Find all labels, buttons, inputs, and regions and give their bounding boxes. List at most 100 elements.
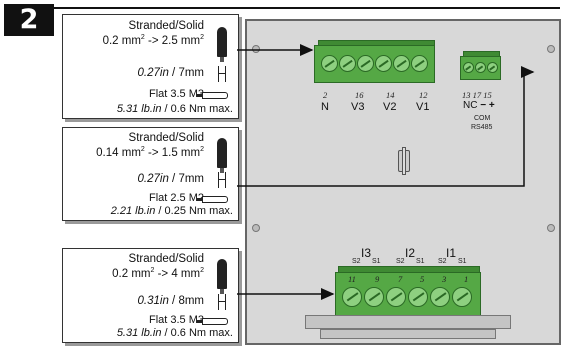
wire-stripped-icon	[217, 259, 227, 294]
wire-section-label: 0.2 mm2 -> 2.5 mm2	[103, 34, 204, 47]
current-sub-label: S1	[458, 258, 467, 265]
terminal-signal-label: V1	[416, 101, 430, 113]
torque-lbin: 5.31 lb.in	[116, 103, 162, 115]
current-sub-label: S2	[438, 258, 447, 265]
current-sub-label: S1	[372, 258, 381, 265]
current-sub-label: S2	[396, 258, 405, 265]
strip-length-mm: / 8mm	[168, 295, 204, 307]
terminal-screw	[463, 62, 474, 73]
strip-length-label: 0.27in / 7mm	[138, 173, 204, 185]
rs485-label: RS485	[471, 124, 493, 131]
terminal-screw	[393, 55, 410, 72]
torque-lbin: 5.31 lb.in	[116, 327, 162, 339]
din-rail	[305, 315, 511, 329]
section-min: 0.2 mm	[102, 34, 141, 47]
wire-type-label: Stranded/Solid	[128, 253, 204, 265]
section-max: 2.5 mm	[161, 34, 201, 47]
flat-screwdriver-icon	[197, 318, 228, 325]
pin-number: 16	[355, 90, 364, 100]
strip-length-mm: / 7mm	[168, 173, 204, 185]
section-min: 0.14 mm	[96, 146, 141, 159]
section-arrow: ->	[154, 267, 172, 280]
flat-screwdriver-icon	[197, 196, 228, 203]
current-sub-label: S1	[416, 258, 425, 265]
section-arrow: ->	[144, 146, 162, 159]
torque-label: 5.31 lb.in / 0.6 Nm max.	[117, 327, 233, 339]
wire-section-label: 0.2 mm2 -> 4 mm2	[112, 267, 204, 280]
terminal-signal-label: V2	[383, 101, 397, 113]
wire-section-label: 0.14 mm2 -> 1.5 mm2	[96, 146, 204, 159]
screwdriver-label: Flat 3.5 M3	[148, 88, 204, 100]
terminal-screw	[430, 287, 450, 307]
section-max-unit-exponent: 2	[200, 146, 204, 153]
strip-gauge-icon	[218, 66, 226, 82]
pin-number: 14	[386, 90, 395, 100]
panel-screw-hole	[547, 224, 555, 232]
section-min: 0.2 mm	[112, 267, 151, 280]
section-min-unit-exponent: 2	[150, 267, 155, 274]
pin-number: 9	[375, 274, 380, 284]
header-rule	[54, 7, 560, 9]
terminal-screw	[321, 55, 338, 72]
terminal-screw	[364, 287, 384, 307]
terminal-screw	[487, 62, 498, 73]
pin-number: 12	[419, 90, 428, 100]
current-group-label: I1	[446, 246, 457, 260]
terminal-screw	[408, 287, 428, 307]
panel-screw-hole	[252, 224, 260, 232]
strip-length-in: 0.27in	[137, 173, 169, 185]
panel-screw-hole	[252, 45, 260, 53]
spec-box-voltage: Stranded/Solid 0.2 mm2 -> 2.5 mm2 0.27in…	[62, 14, 239, 119]
terminal-signal-label: N	[321, 101, 329, 113]
com-plus-label: +	[488, 100, 495, 111]
spec-box-current: Stranded/Solid 0.2 mm2 -> 4 mm2 0.31in /…	[62, 248, 239, 343]
terminal-screw	[339, 55, 356, 72]
com-pin-numbers: 13 17 15	[462, 90, 492, 100]
strip-length-mm: / 7mm	[168, 67, 204, 79]
strip-length-label: 0.27in / 7mm	[138, 67, 204, 79]
torque-lbin: 2.21 lb.in	[110, 205, 156, 217]
com-signal-labels: NC − +	[463, 100, 495, 111]
terminal-screw	[411, 55, 428, 72]
strip-length-in: 0.27in	[137, 67, 169, 79]
torque-nm: / 0.6 Nm max.	[161, 327, 233, 339]
section-max-unit-exponent: 2	[200, 267, 204, 274]
com-minus-label: −	[480, 100, 487, 111]
strip-length-label: 0.31in / 8mm	[138, 295, 204, 307]
strip-gauge-icon	[218, 172, 226, 188]
torque-label: 2.21 lb.in / 0.25 Nm max.	[111, 205, 233, 217]
section-arrow: ->	[144, 34, 162, 47]
torque-nm: / 0.25 Nm max.	[155, 205, 233, 217]
strip-gauge-icon	[218, 294, 226, 310]
pin-number: 2	[323, 90, 328, 100]
current-group-label: I3	[361, 246, 372, 260]
torque-label: 5.31 lb.in / 0.6 Nm max.	[117, 103, 233, 115]
section-max: 4 mm	[171, 267, 201, 280]
terminal-screw	[475, 62, 486, 73]
center-mount-bracket	[398, 147, 410, 175]
terminal-screw	[342, 287, 362, 307]
current-sub-label: S2	[352, 258, 361, 265]
spec-box-communication: Stranded/Solid 0.14 mm2 -> 1.5 mm2 0.27i…	[62, 127, 239, 221]
wire-stripped-icon	[217, 27, 227, 62]
strip-length-in: 0.31in	[137, 295, 169, 307]
step-number-badge: 2	[4, 4, 54, 36]
terminal-screw	[375, 55, 392, 72]
section-min-unit-exponent: 2	[140, 146, 145, 153]
din-rail-lower	[320, 329, 496, 339]
terminal-screw	[386, 287, 406, 307]
terminal-screw	[452, 287, 472, 307]
com-label: COM	[474, 115, 491, 122]
com-nc-label: NC	[463, 100, 478, 111]
pin-number: 3	[442, 274, 447, 284]
wire-type-label: Stranded/Solid	[128, 132, 204, 144]
terminal-signal-label: V3	[351, 101, 365, 113]
torque-nm: / 0.6 Nm max.	[161, 103, 233, 115]
wire-type-label: Stranded/Solid	[128, 20, 204, 32]
current-group-label: I2	[405, 246, 416, 260]
section-max: 1.5 mm	[161, 146, 201, 159]
section-min-unit-exponent: 2	[140, 34, 145, 41]
terminal-screw	[357, 55, 374, 72]
